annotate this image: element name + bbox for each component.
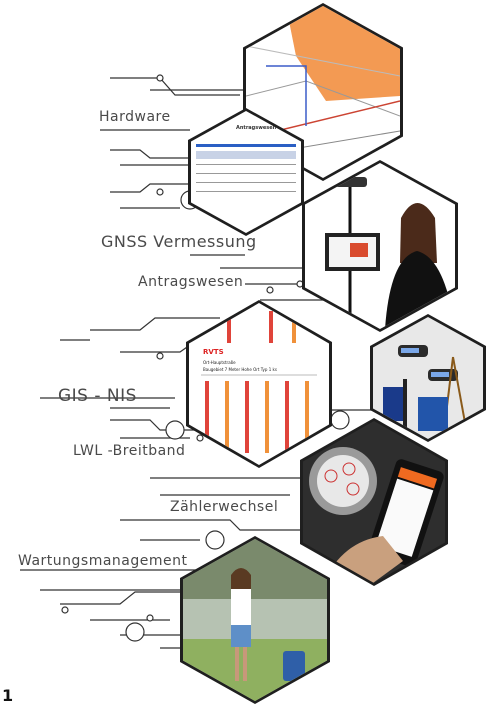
label-hardware: Hardware [99,109,171,125]
label-lwl: LWL -Breitband [73,443,186,459]
form-header-bar [196,144,296,147]
cable-doc-line2: Baugebiet 7 Meter Hohe Ort Typ 1 ks [203,367,277,372]
hex-gnss-photo [302,160,458,332]
label-wartung: Wartungsmanagement [18,553,188,569]
label-gis-nis: GIS - NIS [58,386,137,406]
form-band [196,151,296,159]
label-gnss: GNSS Vermessung [101,232,257,251]
label-antragswesen: Antragswesen [138,274,244,290]
label-zaehler: Zählerwechsel [170,499,279,515]
hydrant [283,651,305,681]
cable-doc-subtitle: Ort-Hauptstraße [203,360,236,365]
hex-gnss-equipment [370,314,486,442]
form-title: Antragswesen [236,125,277,131]
cable-doc-brand: RVTS [203,348,224,356]
page-marker: 1 [2,686,14,705]
